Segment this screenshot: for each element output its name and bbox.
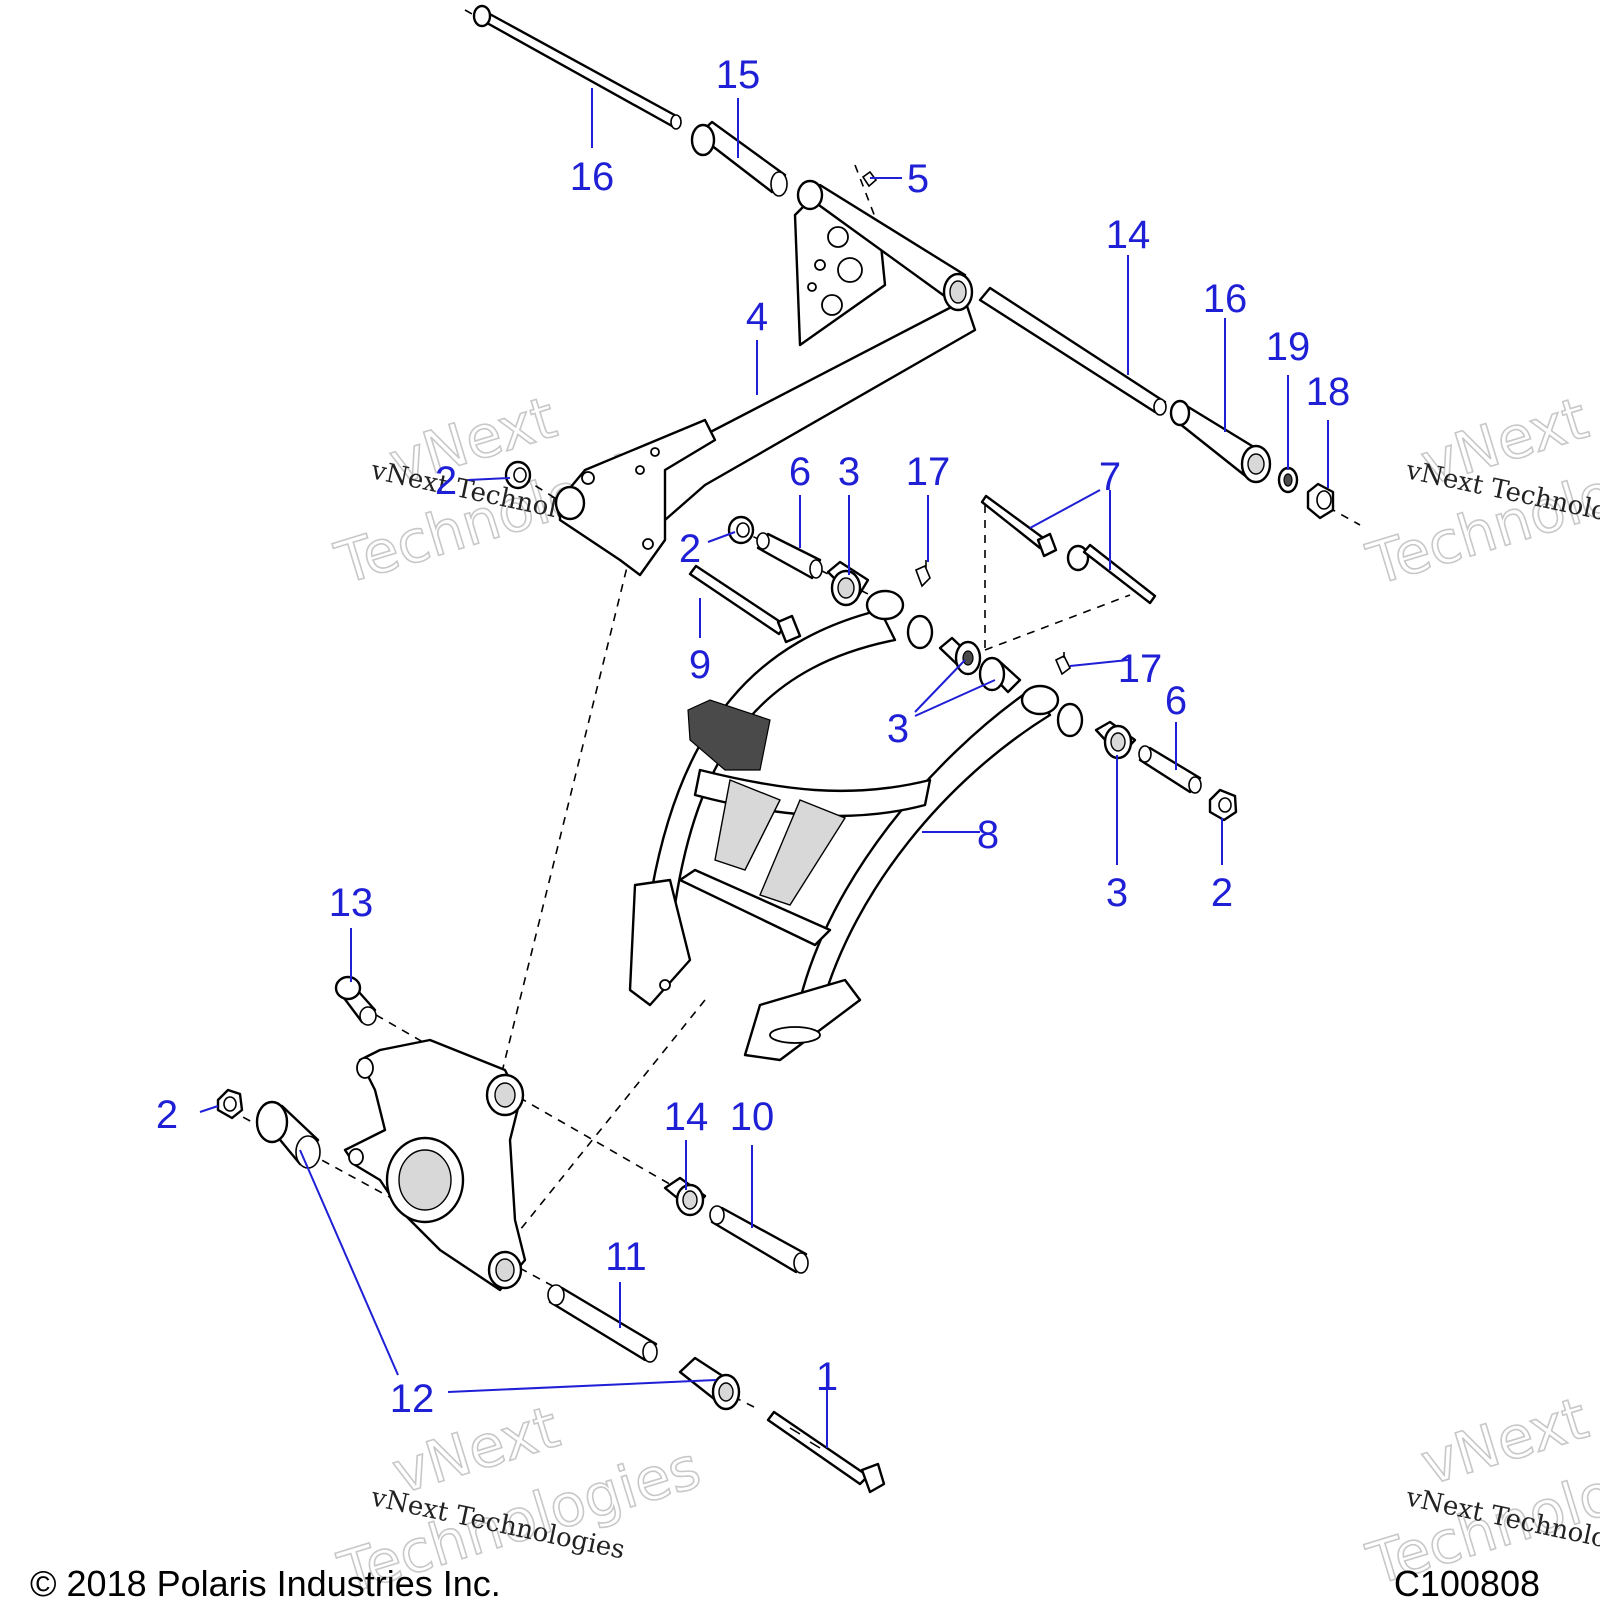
part-6-sleeve-left [756,532,823,580]
callout-3-upper: 3 [838,450,860,494]
callout-17-upper: 17 [906,450,951,494]
callout-14-right: 16 [1203,277,1248,321]
callout-2-lower-left: 2 [156,1093,178,1137]
callout-labels: 16 15 5 4 14 16 19 18 2 2 6 3 17 7 9 3 1… [156,53,1350,1421]
part-14-bushing-upper [690,120,788,197]
part-16-bushing-upper [334,975,377,1026]
part-17-grease-fitting-upper [914,560,931,588]
part-18-nut [1306,482,1335,520]
callout-7: 7 [1099,455,1121,499]
figure-id: C100808 [1394,1563,1540,1600]
callout-4: 4 [746,295,768,339]
part-9-bolt [688,564,802,644]
part-8-lower-arm [628,589,1084,1062]
part-16-bushing-lower [663,1176,707,1217]
part-12-bushing-right [678,1356,741,1411]
callout-5: 5 [907,157,929,201]
callout-16-upper: 13 [329,881,374,925]
part-1-bolt [766,1410,886,1494]
part-17-grease-fitting-lower [1054,652,1072,676]
callout-10: 10 [730,1095,775,1139]
part-15-bolt [472,4,682,130]
callout-2-right: 2 [1211,871,1233,915]
copyright-text: © 2018 Polaris Industries Inc. [30,1563,501,1600]
part-4-trailing-arm [554,179,977,577]
callout-2-arm: 2 [679,527,701,571]
part-11-sleeve [547,1284,658,1363]
part-5-grease-fitting [861,170,878,188]
part-2-nut-lower-left [216,1088,244,1120]
callout-6-right: 6 [1165,679,1187,723]
part-12-bushing-left [255,1100,321,1169]
part-2-nut-arm [727,515,755,545]
part-13-pivot-tube [978,286,1167,416]
callout-1: 1 [816,1355,838,1399]
part-7-bolts [980,494,1157,605]
part-3-bushing-upper [826,560,870,607]
knuckle [343,1038,527,1292]
part-14-bushing-right [1169,399,1272,484]
callout-16-lower: 14 [664,1095,709,1139]
callout-8: 8 [977,813,999,857]
callout-11: 11 [605,1235,647,1279]
callout-13: 14 [1106,213,1151,257]
part-2-nut-upper-left [504,460,532,490]
callout-6-left: 6 [789,450,811,494]
part-19-washer [1277,466,1299,494]
callout-9: 9 [689,643,711,687]
callout-12: 12 [390,1377,435,1421]
part-3-bushings-middle [938,636,1022,694]
part-10-sleeve [709,1205,809,1274]
part-2-nut-right [1208,788,1238,822]
callout-3-right: 3 [1106,871,1128,915]
watermark-bottom-right: vNext Technologies [1359,1383,1600,1599]
part-3-bushing-right [1094,720,1137,760]
callout-15: 16 [570,155,615,199]
callout-14-upper: 15 [716,53,761,97]
callout-19: 19 [1266,325,1311,369]
leader-lines [199,88,1329,1448]
callout-3-middle: 3 [887,707,909,751]
callout-2-upper-left: 2 [435,459,457,503]
callout-17-lower: 17 [1118,647,1163,691]
callout-18: 18 [1306,370,1351,414]
part-6-sleeve-right [1138,745,1202,794]
